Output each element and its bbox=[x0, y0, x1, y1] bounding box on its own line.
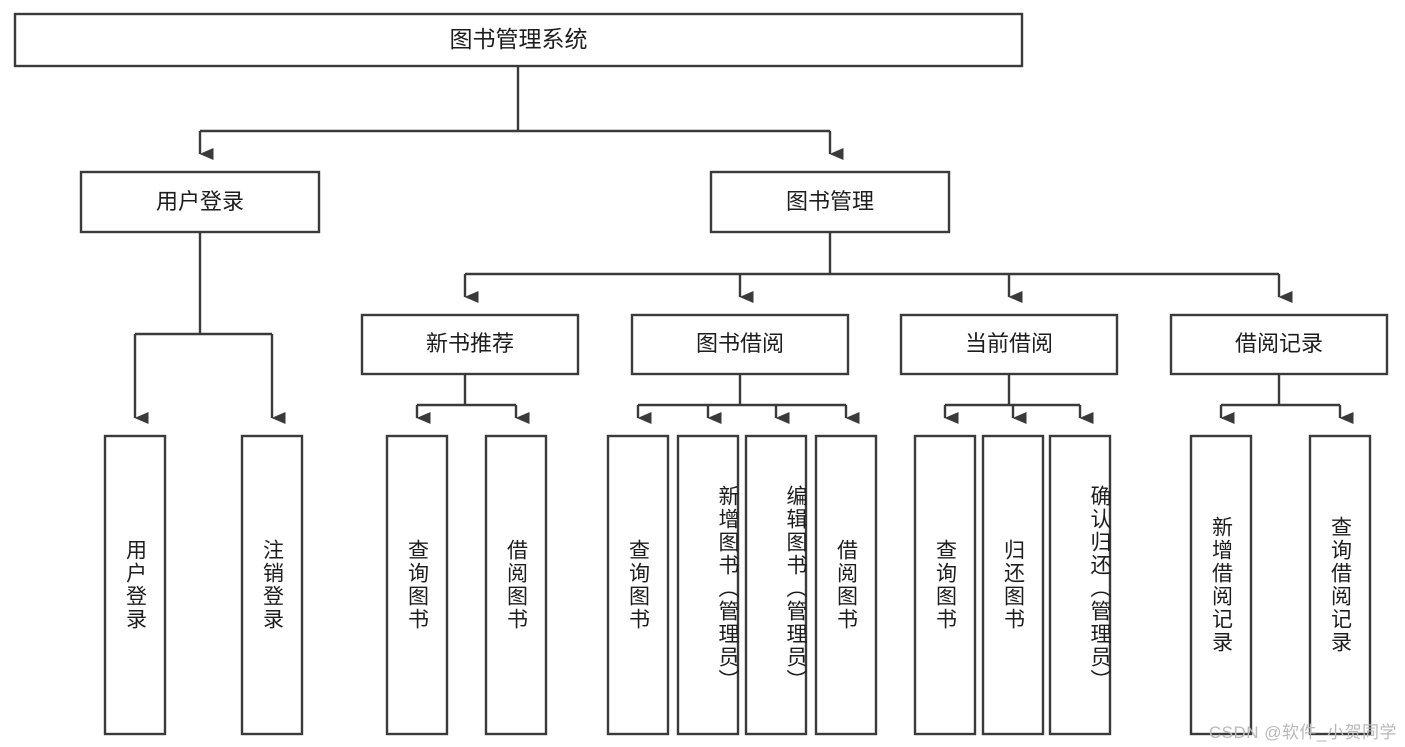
connector-current-to-leaves bbox=[943, 374, 1094, 424]
node-box-leaf-recommend-query-book[interactable] bbox=[385, 434, 449, 736]
node-box-new-book-recommend[interactable] bbox=[360, 313, 580, 376]
node-box-leaf-borrow-borrow-book[interactable] bbox=[814, 434, 878, 736]
node-box-leaf-user-logout[interactable] bbox=[240, 434, 304, 736]
connector-root-to-level2 bbox=[198, 66, 844, 160]
node-box-book-borrow[interactable] bbox=[630, 313, 850, 376]
node-box-leaf-current-query-book[interactable] bbox=[913, 434, 977, 736]
node-box-leaf-borrow-add-book-admin[interactable] bbox=[676, 434, 740, 736]
node-box-leaf-recommend-borrow-book[interactable] bbox=[484, 434, 548, 736]
node-box-user-login[interactable] bbox=[79, 170, 321, 234]
node-box-borrow-record[interactable] bbox=[1169, 313, 1389, 376]
node-box-book-management[interactable] bbox=[709, 170, 951, 234]
node-box-leaf-current-return-book[interactable] bbox=[981, 434, 1045, 736]
node-box-leaf-borrow-query-book[interactable] bbox=[606, 434, 670, 736]
connector-recommend-to-leaves bbox=[415, 374, 530, 424]
node-box-root[interactable] bbox=[13, 12, 1024, 68]
node-box-leaf-current-confirm-return-admin[interactable] bbox=[1048, 434, 1112, 736]
node-box-current-borrow[interactable] bbox=[899, 313, 1119, 376]
connector-borrow-to-leaves bbox=[636, 374, 860, 424]
node-box-leaf-user-login[interactable] bbox=[103, 434, 167, 736]
node-box-leaf-record-query-record[interactable] bbox=[1308, 434, 1372, 736]
connector-bookmgmt-to-level3 bbox=[463, 232, 1293, 303]
connector-record-to-leaves bbox=[1219, 374, 1354, 424]
watermark-text: CSDN @软件_小贺同学 bbox=[1208, 723, 1397, 742]
connector-userlogin-to-leaves bbox=[133, 232, 286, 424]
node-box-leaf-borrow-edit-book-admin[interactable] bbox=[744, 434, 808, 736]
node-box-leaf-record-add-record[interactable] bbox=[1189, 434, 1253, 736]
